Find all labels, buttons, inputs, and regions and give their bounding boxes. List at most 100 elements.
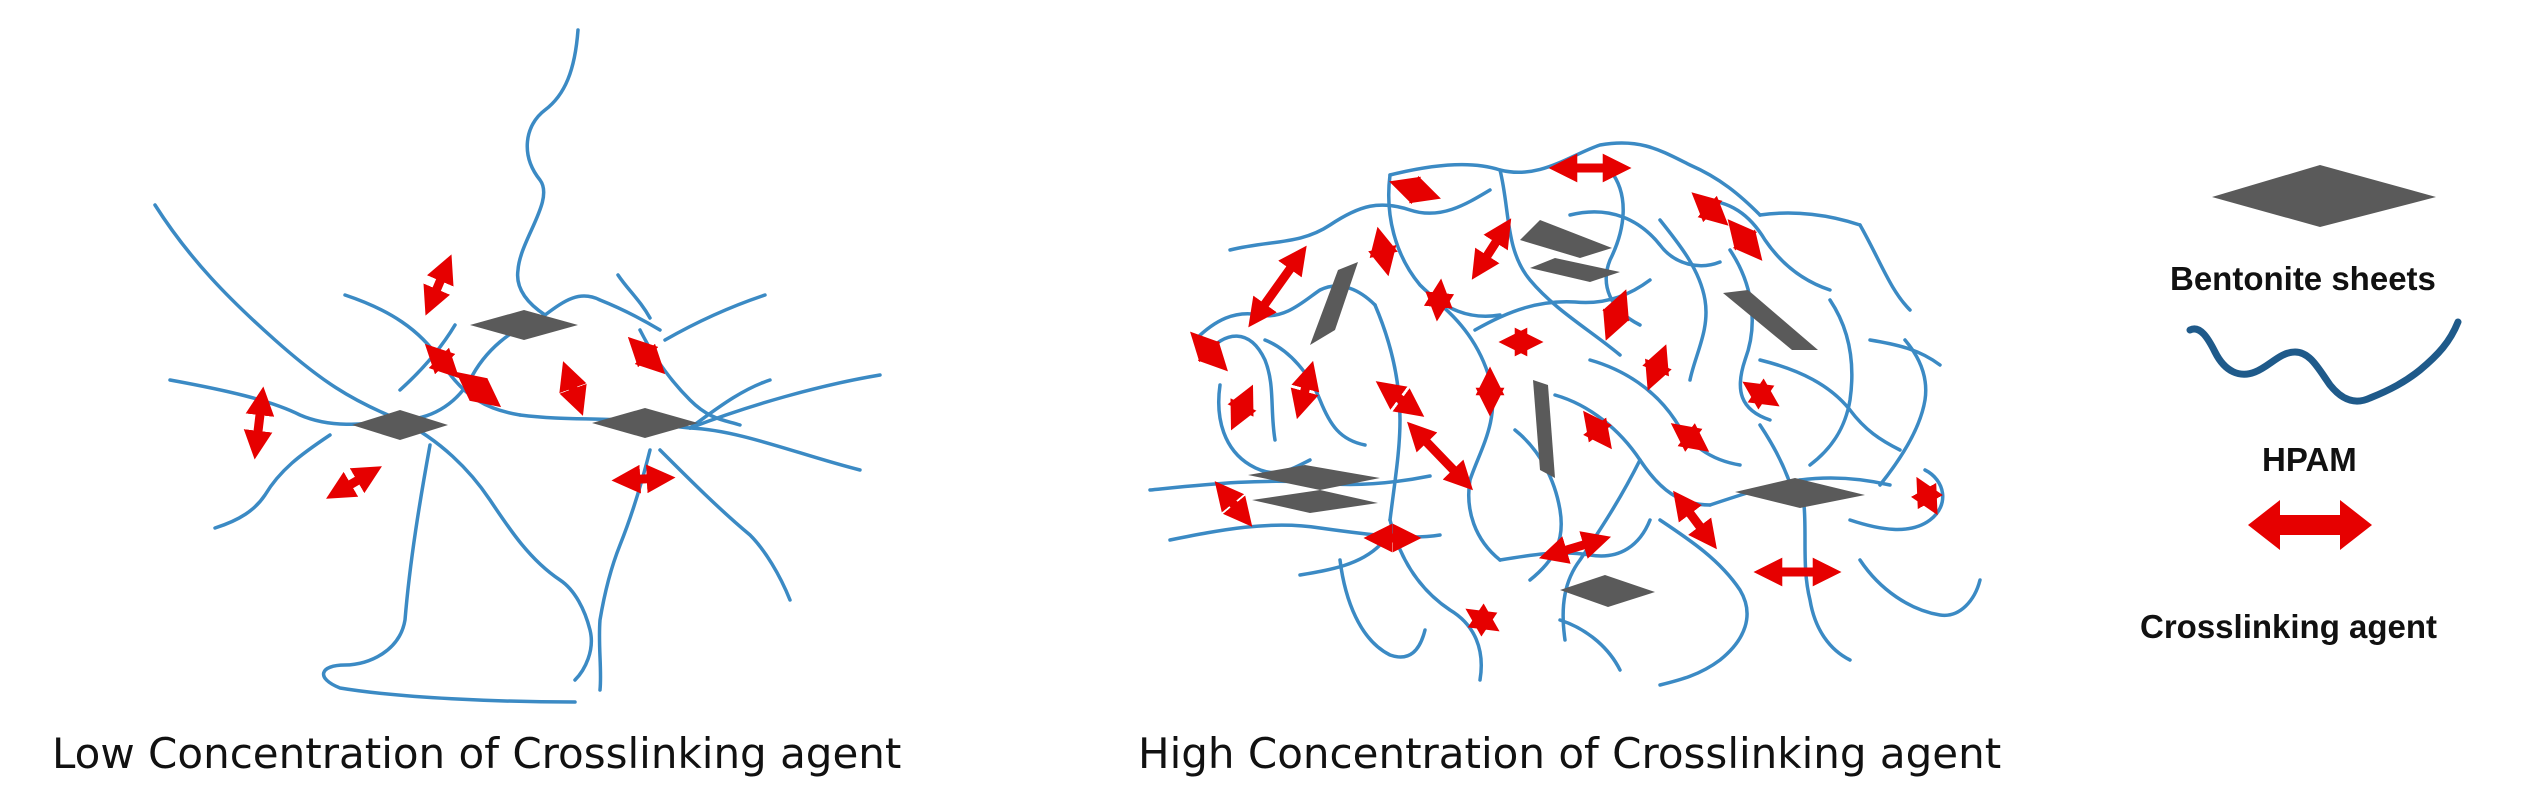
hpam-chain — [1228, 188, 1492, 252]
hpam-chains-low — [153, 28, 882, 704]
hpam-chain — [1387, 173, 1502, 318]
bentonite-sheet — [592, 408, 698, 438]
bentonite-sheet — [1723, 290, 1818, 350]
crosslinking-agent — [1742, 378, 1780, 410]
hpam-chain — [213, 433, 332, 530]
hpam-chain — [688, 373, 882, 430]
crosslinking-agent — [1691, 192, 1729, 226]
crosslinking-agent — [1673, 490, 1717, 550]
hpam-chain — [1798, 478, 1852, 662]
crosslinking-agent — [1290, 360, 1320, 420]
bentonite-sheets-low — [352, 310, 698, 440]
legend-label-bentonite: Bentonite sheets — [2170, 260, 2436, 297]
hpam-chain — [1263, 338, 1367, 447]
crosslinking-agent — [627, 336, 666, 375]
hpam-chain — [1758, 211, 1862, 227]
hpam-chain — [1193, 284, 1377, 342]
crosslinking-agent — [326, 466, 382, 499]
hpam-chain — [1373, 303, 1402, 522]
crosslinking-agent — [1227, 384, 1257, 431]
legend — [2186, 165, 2462, 550]
crosslinkers-high — [1190, 153, 1943, 637]
crosslinking-agent — [1389, 175, 1441, 205]
hpam-chain — [616, 273, 652, 320]
hpam-chain — [398, 418, 593, 682]
bentonite-sheet — [470, 310, 578, 340]
crosslinking-agent — [1423, 278, 1455, 322]
bentonite-sheet — [1530, 258, 1620, 282]
crosslinking-agent — [1583, 410, 1612, 450]
hpam-chain — [1588, 358, 1742, 467]
bentonite-sheet — [1520, 220, 1612, 258]
crosslinking-agent — [611, 464, 676, 494]
crosslinking-agent — [1670, 423, 1710, 452]
hpam-chain — [1868, 338, 1942, 367]
hpam-chain — [1558, 618, 1622, 672]
hpam-chain — [1217, 383, 1312, 475]
crosslinking-agent — [1727, 219, 1763, 261]
crosslinking-agent — [1465, 603, 1500, 637]
legend-label-crosslinking-agent: Crosslinking agent — [2140, 608, 2438, 645]
hpam-chain — [1858, 558, 1982, 617]
crosslinking-agent — [243, 386, 275, 460]
hpam-chain — [543, 294, 662, 332]
crosslinking-agent — [1538, 531, 1612, 564]
hpam-chain — [597, 448, 652, 692]
hpam-chain — [1878, 338, 1928, 487]
hpam-chain — [638, 328, 742, 427]
bentonite-sheet — [1533, 380, 1555, 478]
crosslinking-agent — [424, 343, 460, 379]
hpam-legend-symbol — [2186, 318, 2462, 405]
hpam-chains-high — [1148, 141, 1982, 687]
hpam-chain — [688, 378, 772, 430]
hpam-chain — [1433, 298, 1502, 562]
bentonite-sheet — [1735, 478, 1865, 508]
hpam-chain — [1203, 334, 1277, 442]
hpam-chain — [1658, 218, 1708, 382]
hpam-chain — [1338, 558, 1427, 659]
crosslinker-legend-symbol — [2248, 500, 2372, 550]
hpam-chain — [168, 378, 402, 427]
hpam-chain — [1758, 358, 1902, 452]
bentonite-sheet — [352, 410, 448, 440]
crosslinking-agent — [1190, 331, 1228, 372]
bentonite-sheet — [1252, 490, 1378, 513]
crosslinking-agent — [1368, 226, 1398, 277]
bentonite-sheet — [1310, 262, 1358, 345]
hpam-chain — [1858, 223, 1912, 312]
hpam-chain — [1808, 298, 1854, 467]
low-concentration-network — [153, 28, 882, 704]
hpam-chain — [1388, 141, 1762, 217]
crosslinking-agent — [423, 254, 454, 316]
crosslinking-agent — [1214, 481, 1253, 527]
crosslinking-agent — [455, 371, 502, 408]
crosslinking-agent — [1248, 245, 1307, 328]
hpam-chain — [1498, 168, 1622, 357]
high-concentration-network — [1148, 141, 1982, 687]
crosslinking-agent — [1375, 381, 1425, 417]
crosslinking-agent — [1911, 476, 1943, 516]
crosslinking-agent — [1471, 218, 1512, 280]
hpam-chain — [153, 203, 402, 422]
crosslinkers-low — [243, 254, 676, 499]
hpam-chain — [515, 28, 580, 317]
hpam-chain — [658, 448, 792, 602]
bentonite-legend-symbol — [2212, 165, 2436, 227]
bentonite-sheets-high — [1248, 220, 1865, 607]
hpam-chain — [398, 323, 457, 392]
hpam-chain — [321, 443, 577, 704]
hpam-chain — [1498, 518, 1652, 562]
crosslinking-agent — [1602, 289, 1630, 341]
caption-high-concentration: High Concentration of Crosslinking agent — [1138, 729, 2002, 778]
bentonite-sheet — [1248, 465, 1380, 490]
caption-low-concentration: Low Concentration of Crosslinking agent — [52, 729, 902, 778]
legend-label-hpam: HPAM — [2262, 441, 2357, 478]
hpam-chain — [1568, 210, 1722, 268]
hpam-chain — [1553, 393, 1712, 507]
crosslinking-agent — [559, 361, 587, 416]
bentonite-sheet — [1560, 575, 1655, 607]
hpam-chain — [1658, 518, 1749, 687]
hpam-chain — [688, 426, 862, 472]
crosslinking-agent — [1407, 421, 1473, 491]
